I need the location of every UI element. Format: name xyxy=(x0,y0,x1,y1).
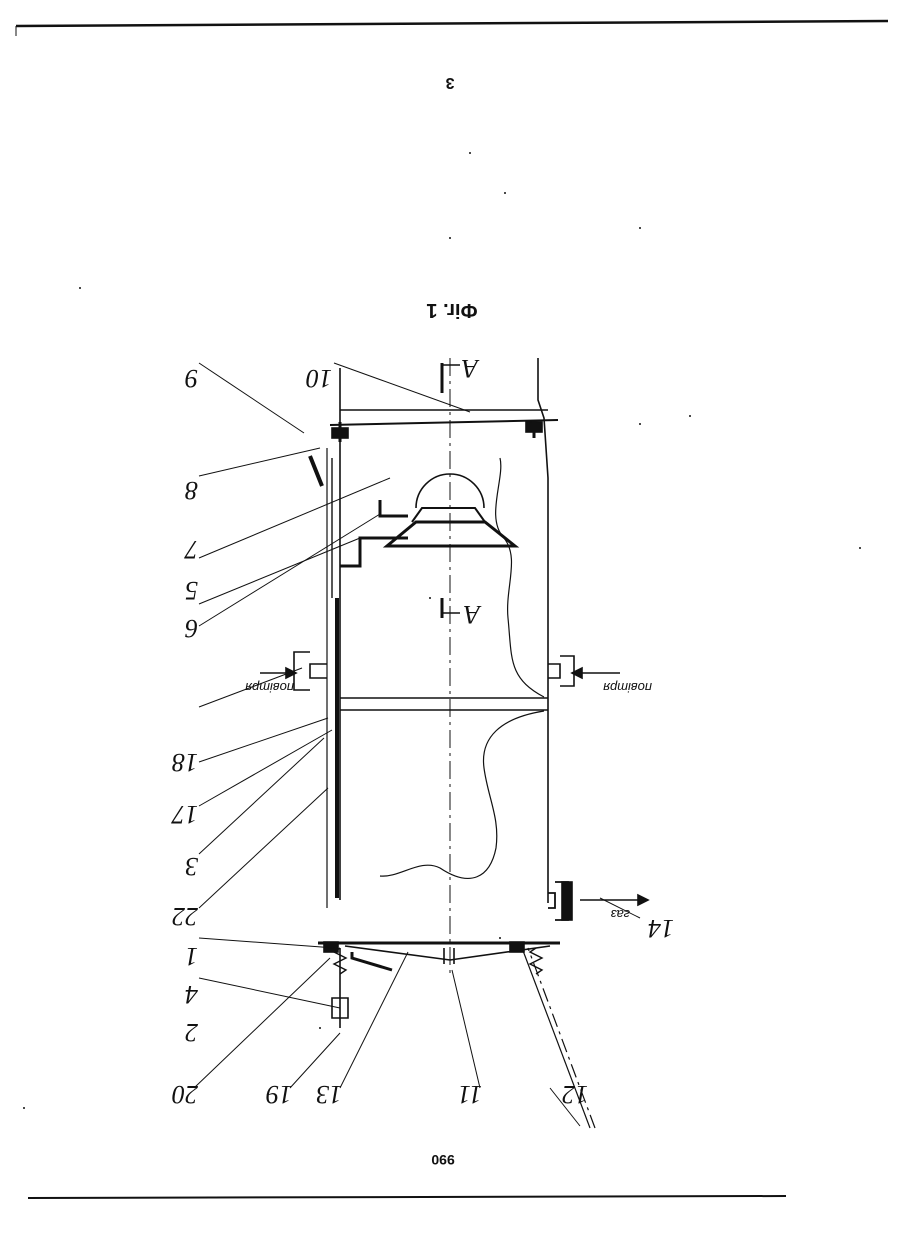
top-rule xyxy=(16,21,888,26)
label-6: 6 xyxy=(185,614,198,643)
label-12: 12 xyxy=(562,1080,588,1109)
label-7: 7 xyxy=(184,535,198,564)
label-20: 20 xyxy=(172,1080,198,1109)
label-8: 9 xyxy=(185,364,198,393)
drain-arm xyxy=(352,952,392,970)
label-17: 17 xyxy=(171,800,198,829)
cover-element-9 xyxy=(310,456,322,486)
burner-throat xyxy=(412,508,485,522)
top-nozzle-center xyxy=(444,948,454,964)
scan-specks xyxy=(23,152,861,1109)
gas-outlet-flange xyxy=(562,882,572,920)
outlet-label: газ xyxy=(611,907,630,922)
part-labels: 9 10 8 7 5 6 18 17 3 22 1 4 2 20 19 13 1… xyxy=(171,364,674,1109)
label-10: 10 xyxy=(306,364,332,393)
section-label-bottom: А xyxy=(464,600,482,629)
label-1: 1 xyxy=(185,942,198,971)
section-marker-bottom: А xyxy=(442,598,482,629)
bottom-flange xyxy=(330,420,558,425)
label-22: 22 xyxy=(172,902,198,931)
page-number: 3 xyxy=(445,74,454,91)
label-5: 5 xyxy=(185,576,198,605)
label-2: 2 xyxy=(185,1018,198,1047)
feed-pipe-2 xyxy=(380,500,408,516)
vessel-shell xyxy=(538,358,548,903)
figure-caption: Фіг. 1 xyxy=(426,299,477,321)
label-3: 3 xyxy=(185,852,199,881)
inlet-left-nozzle xyxy=(548,656,574,686)
flow-arrows xyxy=(260,668,648,905)
flange-bolt-left xyxy=(510,942,524,952)
label-9: 8 xyxy=(185,476,198,505)
leader-lines xyxy=(194,363,640,1126)
reactor-diagram xyxy=(294,358,595,1128)
section-label-top: А xyxy=(462,354,480,383)
label-11: 11 xyxy=(458,1080,482,1109)
label-18: 18 xyxy=(172,748,198,777)
cutaway-edge-lower xyxy=(380,711,544,878)
section-marker-top: А xyxy=(442,354,480,393)
burner-cone xyxy=(387,522,515,546)
label-14: 14 xyxy=(648,914,674,943)
cutaway-edge-upper xyxy=(496,458,544,697)
inlet-label-right: повітря xyxy=(245,680,294,695)
bottom-rule xyxy=(28,1196,786,1198)
label-4: 4 xyxy=(185,980,198,1009)
inlet-right-nozzle xyxy=(294,652,327,690)
rotated-page-content: 3 Фіг. 1 990 xyxy=(23,74,861,1168)
label-13: 13 xyxy=(316,1080,342,1109)
label-19: 19 xyxy=(266,1080,292,1109)
footer-code: 990 xyxy=(431,1152,455,1168)
inlet-label-left: повітря xyxy=(603,680,652,695)
